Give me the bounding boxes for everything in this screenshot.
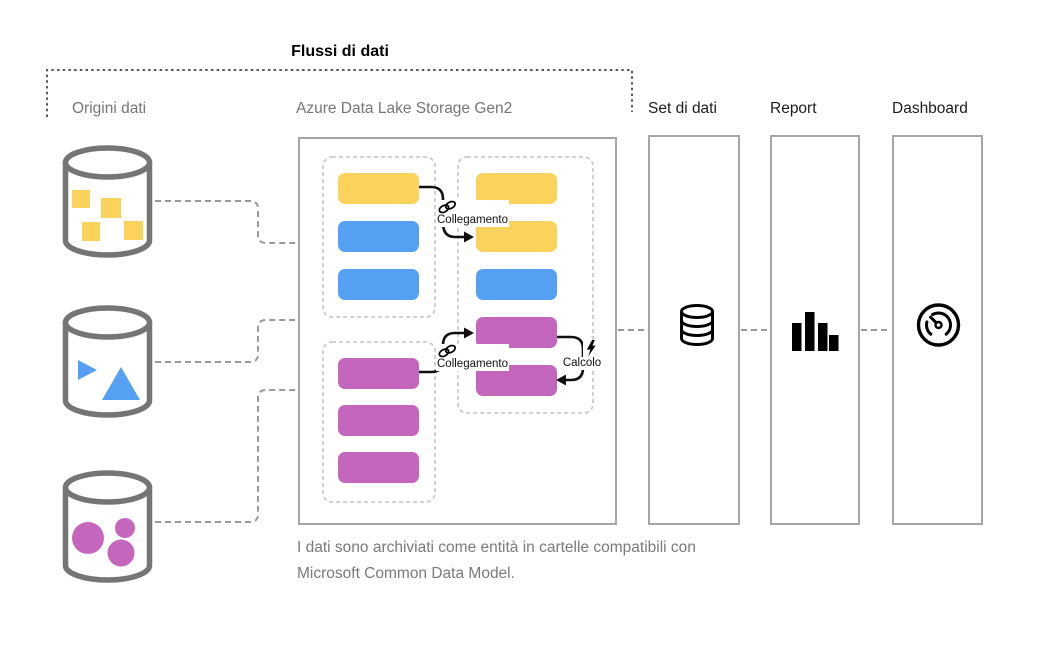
dataset-label: Set di dati — [648, 100, 717, 117]
yellow-squares — [72, 190, 143, 241]
blue-entity — [338, 221, 419, 252]
database-cylinder-icon — [62, 305, 153, 418]
yellow-entity — [338, 173, 419, 204]
gauge-icon — [916, 303, 961, 347]
pink-entity — [338, 358, 419, 389]
entity-group-left-bottom — [323, 342, 435, 502]
dashboard-box — [892, 135, 983, 525]
database-cylinder-icon — [62, 145, 153, 258]
link-annotation-2: Collegamento — [436, 344, 509, 371]
lightning-icon — [583, 340, 599, 357]
pink-entity — [338, 405, 419, 436]
report-label: Report — [770, 100, 817, 117]
caption-line-2: Microsoft Common Data Model. — [297, 565, 515, 582]
entity-group-right — [458, 157, 593, 413]
chain-link-icon — [436, 344, 509, 358]
report-box — [770, 135, 860, 525]
caption-line-1: I dati sono archiviati come entità in ca… — [297, 539, 696, 556]
origins-label: Origini dati — [72, 100, 147, 117]
compute-label: Calcolo — [561, 357, 603, 370]
source-connectors — [155, 200, 298, 523]
blue-entity — [476, 269, 557, 300]
pink-circles — [72, 518, 135, 567]
adls-label: Azure Data Lake Storage Gen2 — [296, 100, 513, 117]
adls-caption: I dati sono archiviati come entità in ca… — [297, 535, 747, 587]
dashboard-label: Dashboard — [892, 100, 968, 117]
chain-link-icon — [436, 200, 509, 214]
compute-annotation: Calcolo — [558, 340, 606, 370]
link-annotation-1: Collegamento — [436, 200, 509, 227]
database-cylinder-icon — [62, 470, 153, 583]
entity-group-left-top — [323, 157, 435, 317]
dataset-box — [648, 135, 740, 525]
link-label: Collegamento — [436, 214, 509, 227]
bar-chart-icon — [792, 312, 839, 351]
blue-triangles — [78, 360, 140, 400]
pink-entity — [338, 452, 419, 483]
dataflow-title: Flussi di dati — [291, 43, 389, 60]
link-label: Collegamento — [436, 358, 509, 371]
database-icon — [680, 304, 714, 346]
blue-entity — [338, 269, 419, 300]
